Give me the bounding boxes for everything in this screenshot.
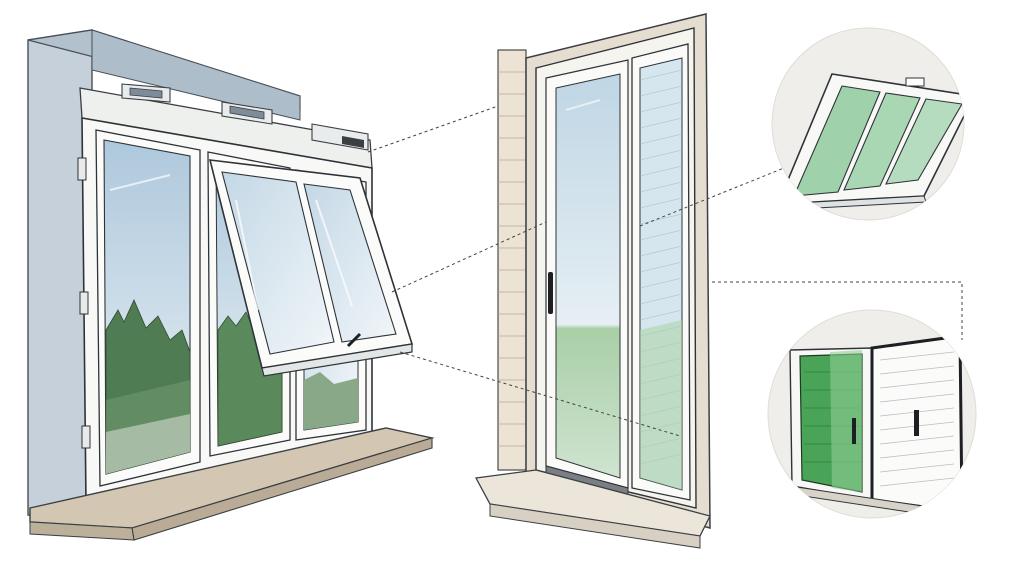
sash-handle xyxy=(346,332,362,348)
vent-2 xyxy=(221,101,273,125)
leader-vent-to-door xyxy=(367,105,499,153)
sliding-door-illustration xyxy=(474,13,711,549)
door-base-sill xyxy=(474,469,711,537)
hinge-1 xyxy=(77,157,87,181)
leader-door-to-detail2 xyxy=(712,281,963,340)
awning-window-illustration xyxy=(27,29,435,541)
vent-1 xyxy=(121,83,171,103)
door-left-panel-glass xyxy=(555,73,621,479)
leader-sill-to-door xyxy=(399,351,681,437)
detail-callout-sliding-screen xyxy=(767,309,977,519)
left-pane-trees xyxy=(105,299,191,475)
wall-back xyxy=(91,29,301,121)
leader-sash-to-door xyxy=(391,221,547,293)
awning-sash-open xyxy=(208,159,414,377)
hinge-3 xyxy=(81,425,91,449)
leader-door-to-detail1 xyxy=(639,167,785,227)
detail-callout-awning xyxy=(771,27,965,221)
leader-lines xyxy=(367,105,963,437)
siding-jamb xyxy=(497,49,527,471)
right-pane-trees xyxy=(304,372,358,430)
vent-3 xyxy=(311,123,369,151)
glass-glare xyxy=(109,174,171,191)
door-handle xyxy=(548,272,553,314)
siding-lines xyxy=(498,71,526,447)
hinge-2 xyxy=(79,291,89,315)
